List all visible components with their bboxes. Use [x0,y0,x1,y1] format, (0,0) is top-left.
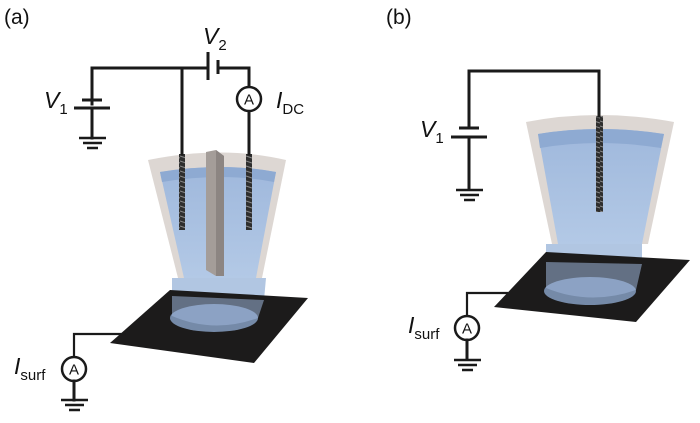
substrate-a [110,290,308,363]
panel-label-a: (a) [4,6,30,29]
circuit-b: A [451,69,601,372]
label-idc: IDC [276,87,304,118]
label-v1-a: V1 [44,87,68,118]
ground-icon [79,136,106,150]
battery-v1-a [74,98,110,140]
panel-b: (b) [386,6,690,372]
label-isurf-a: Isurf [14,353,46,384]
electrode-left-a [179,154,185,230]
svg-text:A: A [244,92,254,109]
substrate-b [494,252,690,322]
pipette-a [148,150,286,305]
circuit-a: A A [60,52,263,412]
ground-icon [454,358,481,372]
ammeter-icon-surf-a: A [60,355,88,383]
ground-icon [61,398,88,412]
label-v2: V2 [203,23,227,54]
panel-a: (a) [4,6,308,412]
battery-v1-b [451,126,487,190]
label-v1-b: V1 [420,116,444,147]
battery-v2 [206,52,220,80]
ground-icon [456,188,483,202]
ammeter-icon-dc: A [235,85,263,113]
label-isurf-b: Isurf [408,312,440,343]
ammeter-icon-surf-b: A [453,314,481,342]
electrode-b [596,116,603,212]
svg-text:A: A [462,321,472,338]
electrode-right-a [246,154,252,230]
panel-label-b: (b) [386,6,412,29]
svg-text:A: A [69,362,79,379]
